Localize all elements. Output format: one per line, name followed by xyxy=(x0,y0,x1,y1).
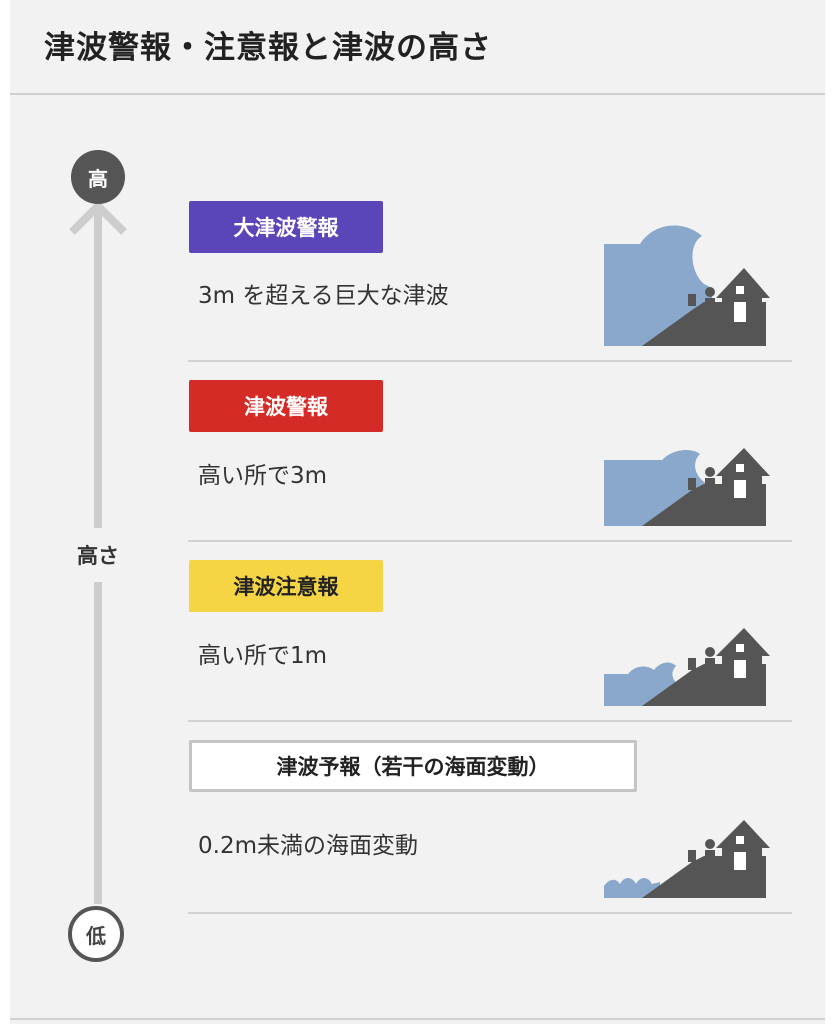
illustration-small-wave-icon xyxy=(604,628,770,706)
illustration-sea-level-change-icon xyxy=(604,820,770,898)
axis-line-upper xyxy=(94,205,102,528)
divider-1 xyxy=(188,360,792,362)
divider-4 xyxy=(188,912,792,914)
page-title: 津波警報・注意報と津波の高さ xyxy=(44,30,492,66)
description-tsunami-warning: 高い所で3m xyxy=(198,463,328,489)
divider-2 xyxy=(188,540,792,542)
description-tsunami-forecast: 0.2m未満の海面変動 xyxy=(198,833,418,859)
badge-tsunami-warning: 津波警報 xyxy=(189,380,383,432)
description-major-tsunami-warning: 3m を超える巨大な津波 xyxy=(198,283,449,309)
header: 津波警報・注意報と津波の高さ xyxy=(10,0,825,95)
axis-high-marker: 高 xyxy=(71,150,125,204)
badge-tsunami-advisory: 津波注意報 xyxy=(189,560,383,612)
badge-major-tsunami-warning: 大津波警報 xyxy=(189,201,383,253)
bottom-border xyxy=(10,1018,825,1020)
description-tsunami-advisory: 高い所で1m xyxy=(198,643,328,669)
up-arrow-icon xyxy=(69,200,127,235)
badge-tsunami-forecast: 津波予報（若干の海面変動） xyxy=(189,740,637,792)
illustration-giant-wave-icon xyxy=(604,225,770,346)
divider-3 xyxy=(188,720,792,722)
axis-label: 高さ xyxy=(77,544,119,568)
axis-low-marker: 低 xyxy=(68,906,124,962)
illustration-large-wave-icon xyxy=(604,448,770,526)
axis-line-lower xyxy=(94,582,102,904)
